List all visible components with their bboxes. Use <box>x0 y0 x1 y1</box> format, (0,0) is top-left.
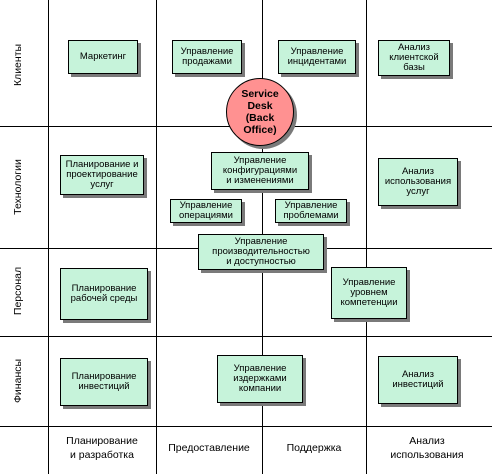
box-investment-analysis: Анализ инвестиций <box>378 356 458 404</box>
row-label-personnel: Персонал <box>12 266 25 316</box>
row-label-clients: Клиенты <box>12 43 25 87</box>
grid-line-h3 <box>0 336 492 337</box>
box-incident-management: Управление инцидентами <box>278 40 356 74</box>
box-service-usage-analysis: Анализ использования услуг <box>378 158 458 206</box>
col-label-planning: Планирование и разработка <box>66 435 138 461</box>
grid-line-h4 <box>0 426 492 427</box>
box-investment-planning: Планирование инвестиций <box>60 358 148 406</box>
box-marketing: Маркетинг <box>68 40 138 74</box>
service-desk-circle: Service Desk (Back Office) <box>226 78 294 146</box>
box-sales-management: Управление продажами <box>172 40 242 74</box>
box-cost-management: Управление издержками компании <box>217 355 303 403</box>
box-config-change-management: Управление конфигурациями и изменениями <box>211 152 309 190</box>
box-operations-management: Управление операциями <box>170 199 242 223</box>
row-label-technology: Технологии <box>12 159 24 215</box>
grid-line-v2 <box>156 0 157 474</box>
col-label-support: Поддержка <box>286 442 342 454</box>
grid-line-v1 <box>48 0 49 474</box>
box-customer-base-analysis: Анализ клиентской базы <box>378 40 450 76</box>
box-workplace-planning: Планирование рабочей среды <box>60 268 148 320</box>
box-performance-availability-management: Управление производительностью и доступн… <box>198 234 324 270</box>
box-service-planning: Планирование и проектирование услуг <box>60 155 144 195</box>
box-competence-management: Управление уровнем компетенции <box>331 267 407 319</box>
row-label-finance: Финансы <box>12 358 24 404</box>
col-label-delivery: Предоставление <box>168 442 250 454</box>
box-problem-management: Управление проблемами <box>275 199 347 223</box>
col-label-analysis: Анализ использования <box>390 435 464 461</box>
grid-line-v4 <box>366 0 367 474</box>
